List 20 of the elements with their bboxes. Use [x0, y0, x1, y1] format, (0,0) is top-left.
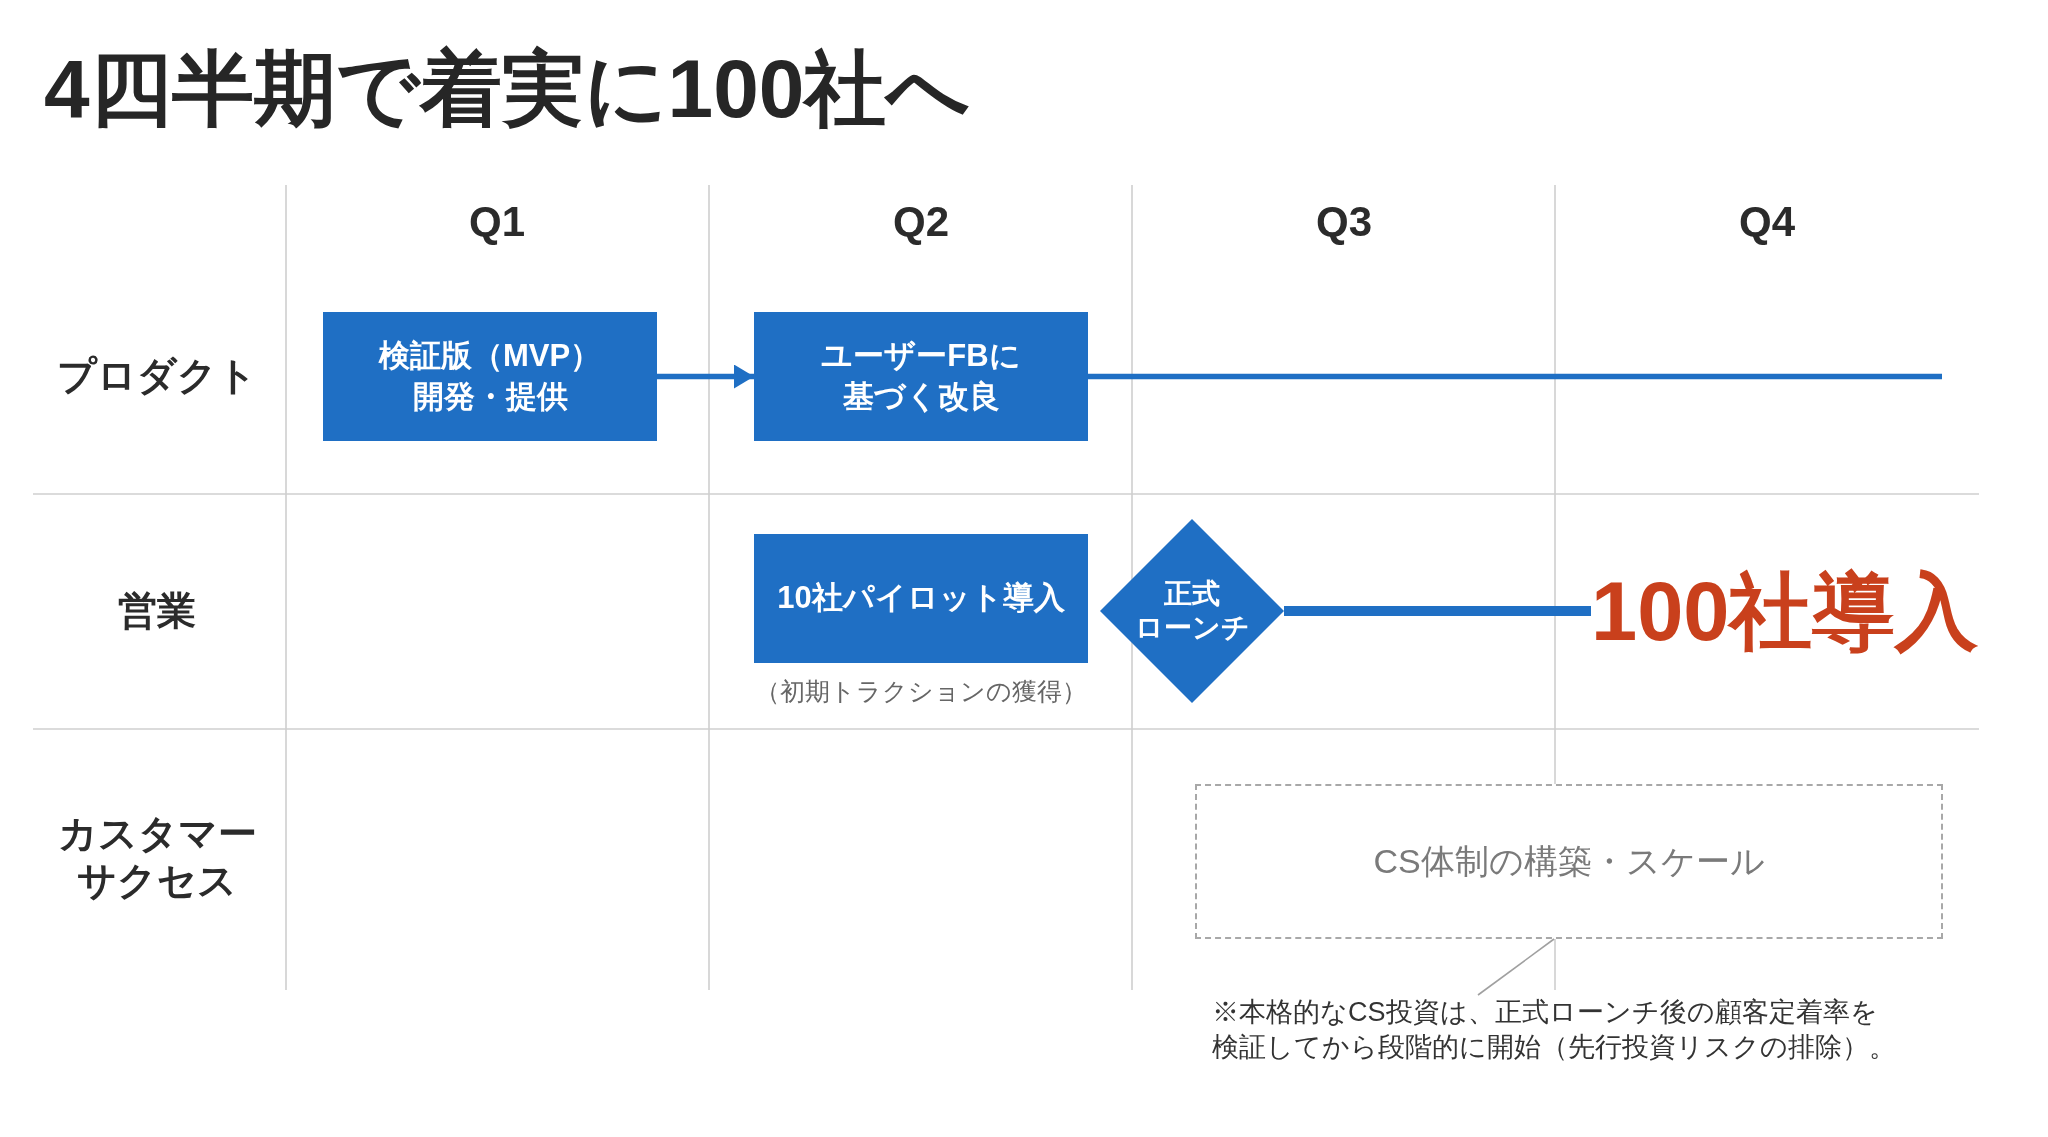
planned-phase-box: CS体制の構築・スケール — [1195, 784, 1943, 939]
timeline-line — [1284, 606, 1591, 616]
process-box: 10社パイロット導入 — [754, 534, 1088, 663]
timeline-line — [1088, 373, 1942, 380]
row-header: カスタマーサクセス — [56, 811, 258, 904]
row-header: プロダクト — [56, 352, 258, 399]
column-header: Q3 — [1316, 196, 1372, 247]
arrow — [657, 364, 754, 389]
process-box: 検証版（MVP）開発・提供 — [323, 312, 657, 441]
goal-text: 100社導入 — [1591, 560, 1979, 662]
milestone-diamond: 正式ローンチ — [1100, 519, 1284, 703]
page-title: 4四半期で着実に100社へ — [44, 42, 971, 136]
column-header: Q4 — [1739, 196, 1795, 247]
column-header: Q2 — [893, 196, 949, 247]
leader-line — [1477, 938, 1555, 996]
caption-text: （初期トラクションの獲得） — [755, 676, 1087, 707]
footnote-text: ※本格的なCS投資は、正式ローンチ後の顧客定着率を検証してから段階的に開始（先行投資リスクの排除）。 — [1212, 995, 1912, 1066]
column-header: Q1 — [469, 196, 525, 247]
process-box: ユーザーFBに基づく改良 — [754, 312, 1088, 441]
row-header: 営業 — [117, 587, 197, 634]
